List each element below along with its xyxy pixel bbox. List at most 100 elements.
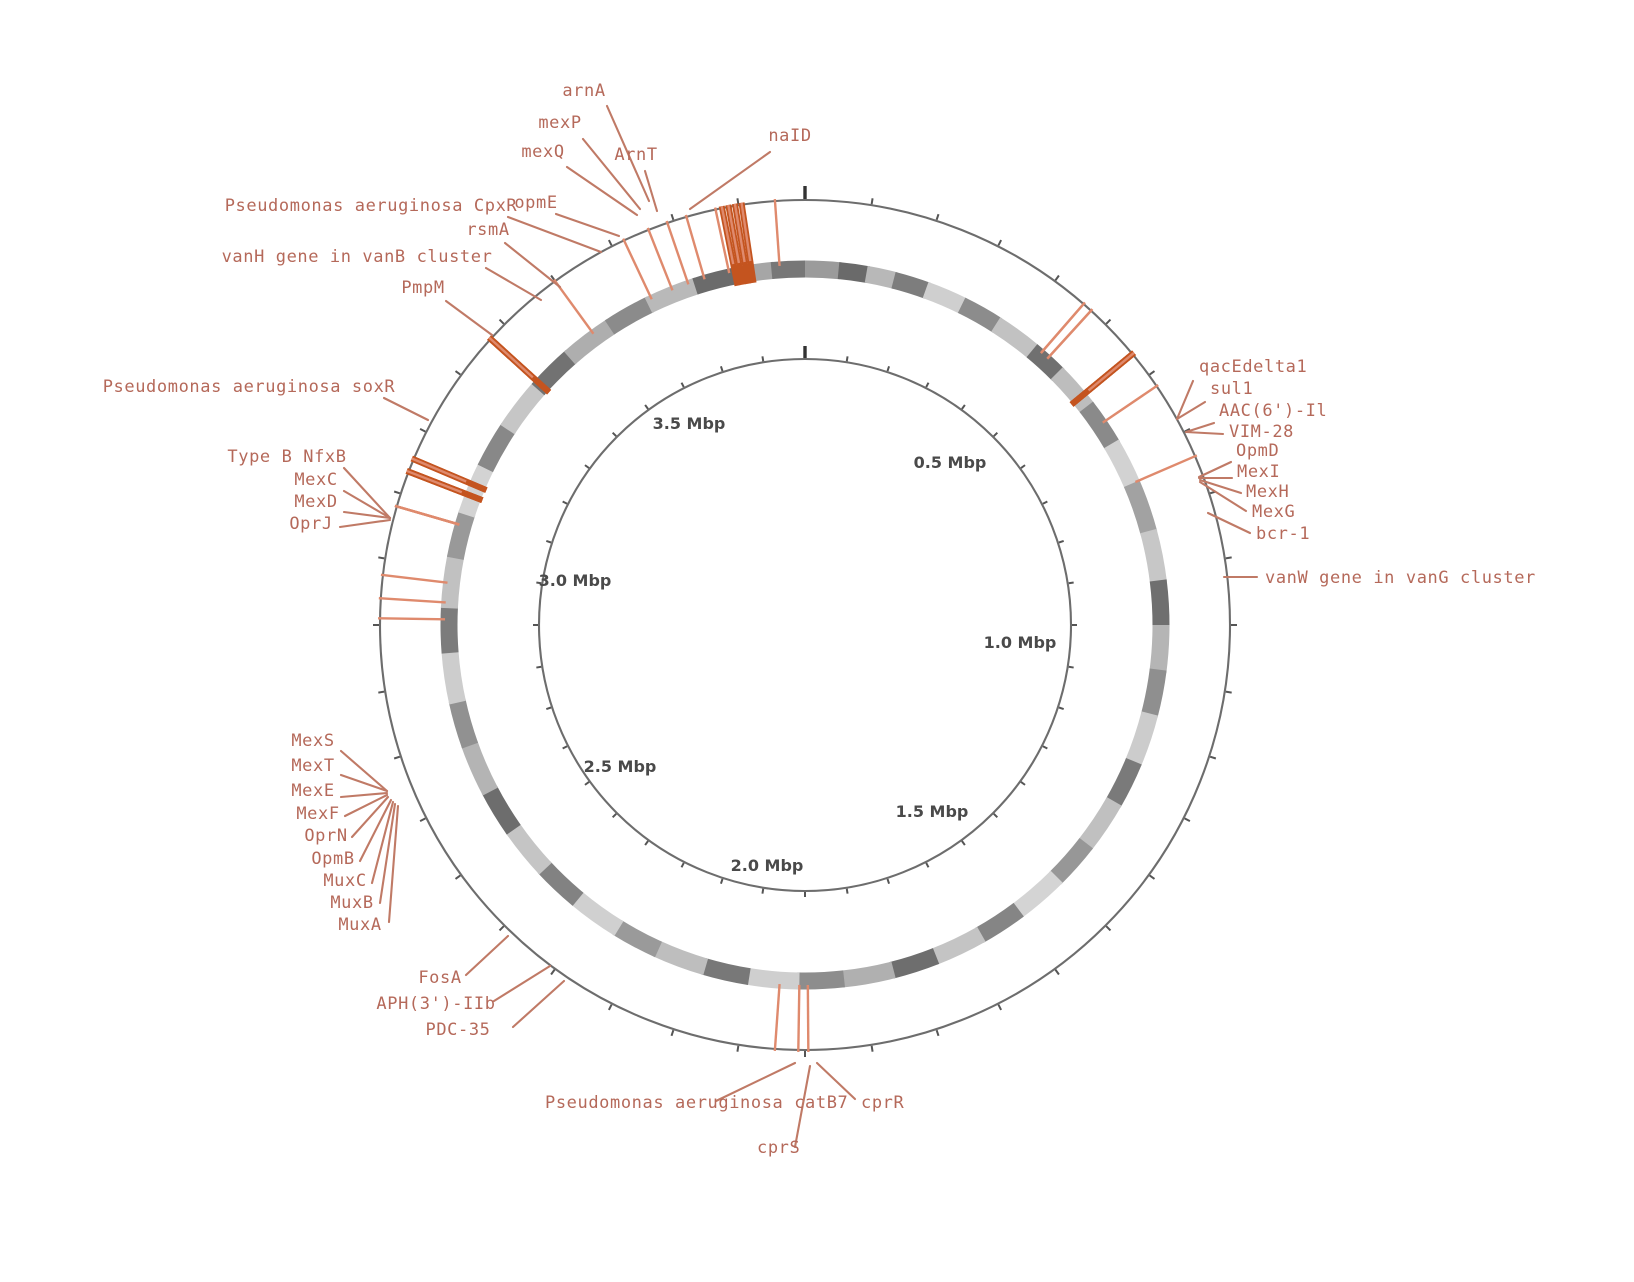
outer-circle-tick xyxy=(1054,969,1060,976)
feature-marker-extension xyxy=(411,457,467,483)
gene-callout-label: OpmD xyxy=(1236,441,1279,461)
gc-ring-segment xyxy=(500,382,546,435)
gene-callout-label: PDC-35 xyxy=(425,1020,490,1040)
gc-ring-segment xyxy=(840,961,896,988)
outer-circle-tick xyxy=(378,690,385,694)
gc-ring-segment xyxy=(477,422,516,473)
gc-ring-segment xyxy=(975,902,1024,943)
gene-callout-label: OpmB xyxy=(311,849,354,869)
feature-marker xyxy=(684,214,706,280)
inner-circle-tick xyxy=(562,500,568,505)
leader-line xyxy=(1184,421,1216,434)
outer-circle-tick xyxy=(1184,817,1191,823)
gc-ring-segment xyxy=(1026,344,1065,381)
inner-circle-tick xyxy=(680,382,685,388)
scale-tick-label: 3.5 Mbp xyxy=(653,414,726,433)
feature-marker-extension xyxy=(727,204,741,264)
outer-circle-tick xyxy=(870,198,874,205)
gc-ring-segment xyxy=(837,262,870,284)
gc-ring-segment xyxy=(796,970,845,990)
inner-circle-tick xyxy=(1058,706,1064,711)
gc-ring-segment xyxy=(1011,870,1063,918)
feature-marker xyxy=(553,278,595,335)
gc-ring-segment xyxy=(1104,439,1141,490)
gene-callout-label: cprS xyxy=(757,1138,800,1158)
feature-marker xyxy=(1102,383,1159,424)
gene-callout-label: MexS xyxy=(291,731,334,751)
scale-tick-label: 1.0 Mbp xyxy=(984,633,1057,652)
inner-circle-tick xyxy=(536,581,542,585)
gc-ring-segment xyxy=(889,948,940,979)
inner-circle-tick xyxy=(1068,665,1074,669)
leader-line xyxy=(464,934,510,977)
outer-circle-tick xyxy=(935,213,940,221)
inner-circle-tick xyxy=(993,813,999,819)
outer-circle-tick xyxy=(670,1029,675,1037)
gc-ring-segment xyxy=(1149,579,1170,628)
outer-circle-tick xyxy=(454,370,461,376)
outer-circle-tick xyxy=(607,1004,613,1011)
gc-ring-segment xyxy=(1078,797,1122,851)
inner-circle-tick xyxy=(719,366,724,372)
gene-callout-label: Pseudomonas aeruginosa catB7 xyxy=(545,1093,848,1113)
gene-callout-label: rsmA xyxy=(466,220,509,240)
gene-callout-label: mexP xyxy=(538,113,581,133)
inner-circle-tick xyxy=(1042,500,1048,505)
gc-ring-segment xyxy=(481,785,521,835)
feature-marker xyxy=(665,220,690,285)
feature-marker-extension xyxy=(733,203,746,263)
outer-circle-tick xyxy=(1149,370,1156,376)
leader-line xyxy=(342,466,392,520)
gene-callout-label: MuxC xyxy=(323,871,366,891)
gene-callout-label: Pseudomonas aeruginosa CpxR xyxy=(225,196,518,216)
feature-marker xyxy=(773,984,781,1052)
outer-circle-tick xyxy=(393,490,401,495)
leader-line xyxy=(1175,379,1195,421)
gene-callout-label: FosA xyxy=(418,968,461,988)
inner-circle-tick xyxy=(961,404,966,410)
gc-ring-segment xyxy=(930,926,986,965)
callout-leader-lines xyxy=(338,104,1259,1149)
inner-circle-tick xyxy=(584,464,590,469)
feature-marker-extension xyxy=(488,336,534,379)
gene-callout-label: qacEdelta1 xyxy=(1199,357,1307,377)
leader-line xyxy=(1206,511,1252,535)
leader-line xyxy=(793,1064,812,1149)
outer-circle-tick xyxy=(607,239,613,246)
scale-tick-label: 1.5 Mbp xyxy=(896,802,969,821)
gc-ring-segment xyxy=(804,260,842,280)
outer-circle-tick xyxy=(419,427,426,433)
feature-marker-extension xyxy=(1087,351,1135,392)
feature-marker xyxy=(378,617,446,621)
outer-circle-tick xyxy=(736,198,740,205)
gc-ring-segment xyxy=(1079,401,1120,451)
scale-tick-label: 3.0 Mbp xyxy=(539,571,612,590)
outer-circle-tick xyxy=(997,239,1003,246)
outer-circle-tick xyxy=(1105,318,1112,325)
inner-circle-tick xyxy=(845,356,849,362)
feature-marker xyxy=(713,207,731,274)
outer-circle-tick xyxy=(935,1029,940,1037)
gene-callout-label: vanW gene in vanG cluster xyxy=(1265,568,1536,588)
leader-line xyxy=(339,791,389,799)
feature-marker xyxy=(1040,301,1086,354)
gc-ring-segment xyxy=(1123,480,1158,536)
leader-line xyxy=(338,518,392,529)
feature-marker-extension xyxy=(406,469,463,494)
inner-circle-tick xyxy=(546,539,552,544)
feature-marker-extension xyxy=(720,205,735,265)
gc-ring-segment xyxy=(1149,624,1170,673)
gc-ring-segment xyxy=(1049,837,1094,885)
gc-ring-segment xyxy=(537,861,584,906)
leader-line xyxy=(511,979,566,1029)
gc-ring-segment xyxy=(570,891,624,936)
gc-ring-segment xyxy=(957,297,1003,333)
outer-circle-tick xyxy=(454,874,461,880)
leader-line xyxy=(714,1061,797,1103)
gene-callout-label: Type B NfxB xyxy=(227,447,346,467)
inner-circle xyxy=(533,346,1077,897)
outer-circle-tick xyxy=(670,213,675,221)
inner-circle-tick xyxy=(536,665,542,669)
feature-marker xyxy=(806,984,810,1052)
